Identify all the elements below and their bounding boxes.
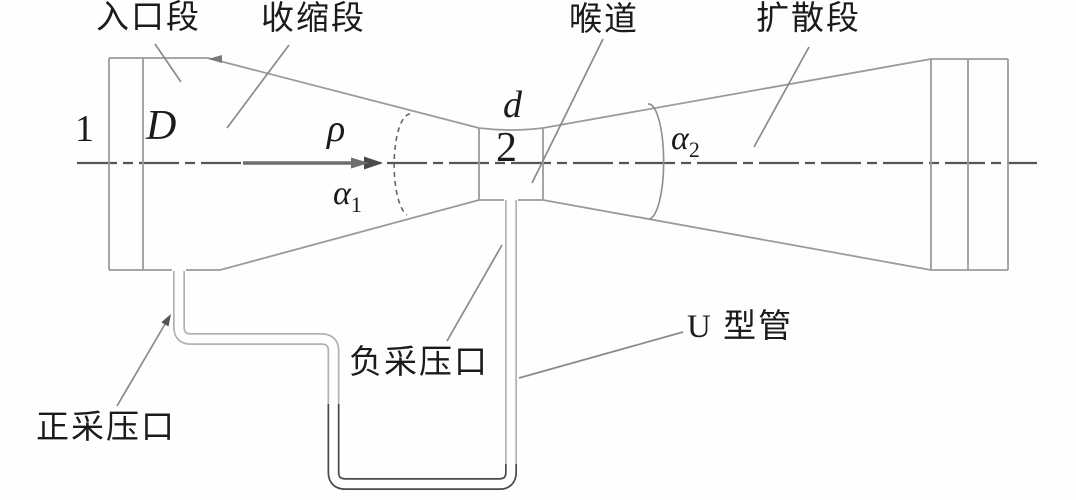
throat-leader — [531, 38, 604, 184]
negative-tap-label: 负采压口 — [349, 345, 489, 381]
alpha-2-label: α2 — [671, 122, 700, 161]
throat-diameter-label: d — [503, 84, 522, 126]
positive-tap-leader-arrowhead — [161, 314, 171, 327]
contraction-section-leader — [226, 44, 290, 129]
contraction-bottom-wall — [219, 199, 480, 271]
diffuser-section-leader — [753, 46, 810, 148]
negative-tap-leader — [446, 244, 503, 342]
inlet-section-label: 入口段 — [96, 0, 201, 36]
diffuser-section-label: 扩散段 — [756, 1, 861, 37]
inlet-section-leader — [154, 43, 182, 83]
pressure-tube-bore — [174, 200, 516, 489]
contraction-top-wall — [207, 57, 480, 129]
alpha-1-base: α — [333, 175, 351, 212]
throat-diffuser-junction-arc — [647, 103, 665, 220]
positive-tap-leader — [116, 318, 169, 407]
throat-label: 喉道 — [569, 2, 639, 38]
inlet-diameter-label: D — [146, 103, 177, 149]
alpha-1-sub: 1 — [350, 191, 362, 217]
contraction-throat-junction-arc — [393, 113, 411, 216]
throat-top-wall — [478, 127, 544, 131]
diffuser-bottom-wall — [542, 199, 932, 271]
alpha-2-sub: 2 — [688, 136, 700, 162]
contraction-section-label: 收缩段 — [261, 1, 366, 37]
station-2-label: 2 — [496, 125, 517, 171]
manometer-liquid-column — [327, 404, 517, 490]
flow-arrowhead — [364, 156, 383, 170]
station-1-label: 1 — [75, 108, 94, 150]
flow-arrowhead-inner — [351, 157, 369, 169]
contraction-corner-arrowhead — [208, 55, 222, 63]
alpha-2-base: α — [671, 120, 689, 157]
alpha-1-label: α1 — [333, 177, 362, 216]
u-tube-label: U 型管 — [687, 309, 794, 345]
diffuser-top-wall — [542, 58, 932, 129]
venturi-body-outline — [108, 57, 1009, 271]
positive-tap-label: 正采压口 — [36, 410, 176, 446]
u-tube-leader — [518, 331, 684, 379]
density-label: ρ — [327, 108, 346, 150]
leader-lines — [116, 38, 810, 407]
